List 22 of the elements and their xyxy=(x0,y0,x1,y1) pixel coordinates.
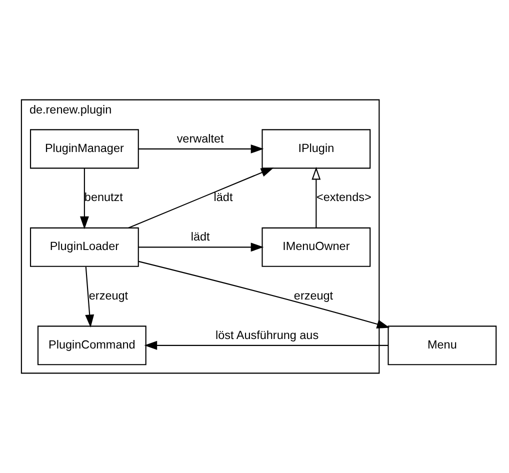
node-box: Menu xyxy=(388,326,497,366)
node-box: PluginLoader xyxy=(30,227,139,267)
arrow xyxy=(128,168,274,228)
arrow xyxy=(85,266,94,328)
arrow xyxy=(138,260,390,328)
node-box: PluginCommand xyxy=(37,326,146,366)
node-box: PluginManager xyxy=(30,129,139,169)
node-box: IMenuOwner xyxy=(262,227,371,267)
node-box: IPlugin xyxy=(262,129,371,169)
edge-label: benutzt xyxy=(84,191,123,204)
edge-label: erzeugt xyxy=(294,289,334,302)
edge-label: löst Ausführung aus xyxy=(216,328,319,342)
edge-label: erzeugt xyxy=(88,289,128,302)
edge-label: verwaltet xyxy=(176,132,224,146)
edge-label: lädt xyxy=(190,230,210,244)
arrow xyxy=(144,340,388,350)
edge-label: <extends> xyxy=(316,191,372,204)
arrow xyxy=(138,144,264,154)
arrow xyxy=(80,168,89,230)
edge-label: lädt xyxy=(214,191,233,204)
arrow xyxy=(138,242,264,252)
arrow xyxy=(312,166,321,228)
